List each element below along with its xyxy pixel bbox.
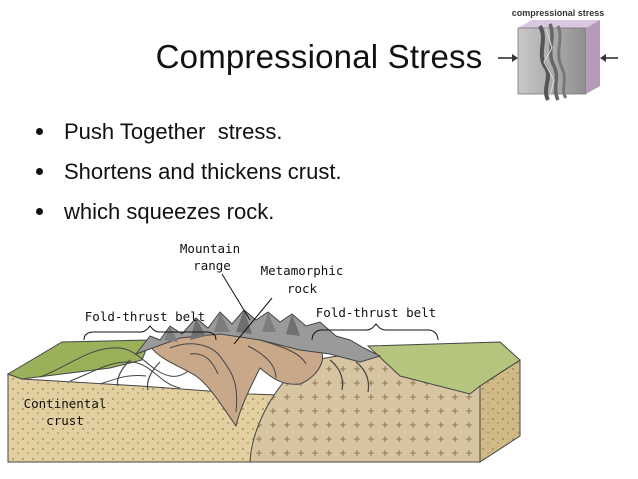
slide-title: Compressional Stress [155,38,483,75]
label-fold-thrust-left: Fold-thrust belt [85,309,205,324]
bullet-text: Push Together stress. [64,119,283,144]
bullet-dot-icon [36,128,43,135]
inset-label: compressional stress [511,8,605,18]
label-metamorphic-line2: rock [287,281,318,296]
grass-surface-left [6,339,151,380]
bullet-item: Shortens and thickens crust. [36,158,342,198]
fold-thrust-left-bracket [83,325,217,341]
label-fold-thrust-right: Fold-thrust belt [316,305,436,320]
fold-thrust-right-bracket [311,323,439,341]
label-metamorphic-line1: Metamorphic [261,263,344,278]
bullet-item: which squeezes rock. [36,198,342,238]
fold-thrust-diagram: Mountain range Metamorphic rock Fold-thr… [6,241,521,463]
label-mountain-range-line2: range [193,258,231,273]
compressional-stress-block-icon [498,20,618,101]
bullet-list: Push Together stress. Shortens and thick… [36,118,342,238]
bullet-text: which squeezes rock. [64,199,275,224]
bullet-item: Push Together stress. [36,118,342,158]
bullet-dot-icon [36,168,43,175]
label-mountain-range-line1: Mountain [180,241,240,256]
mountain-range-pointer [221,273,251,321]
bullet-text: Shortens and thickens crust. [64,159,342,184]
label-continental-line2: crust [46,413,84,428]
metamorphic-pointer [233,297,273,345]
grass-surface-right [366,341,521,395]
label-continental-line1: Continental [24,396,107,411]
bullet-dot-icon [36,208,43,215]
